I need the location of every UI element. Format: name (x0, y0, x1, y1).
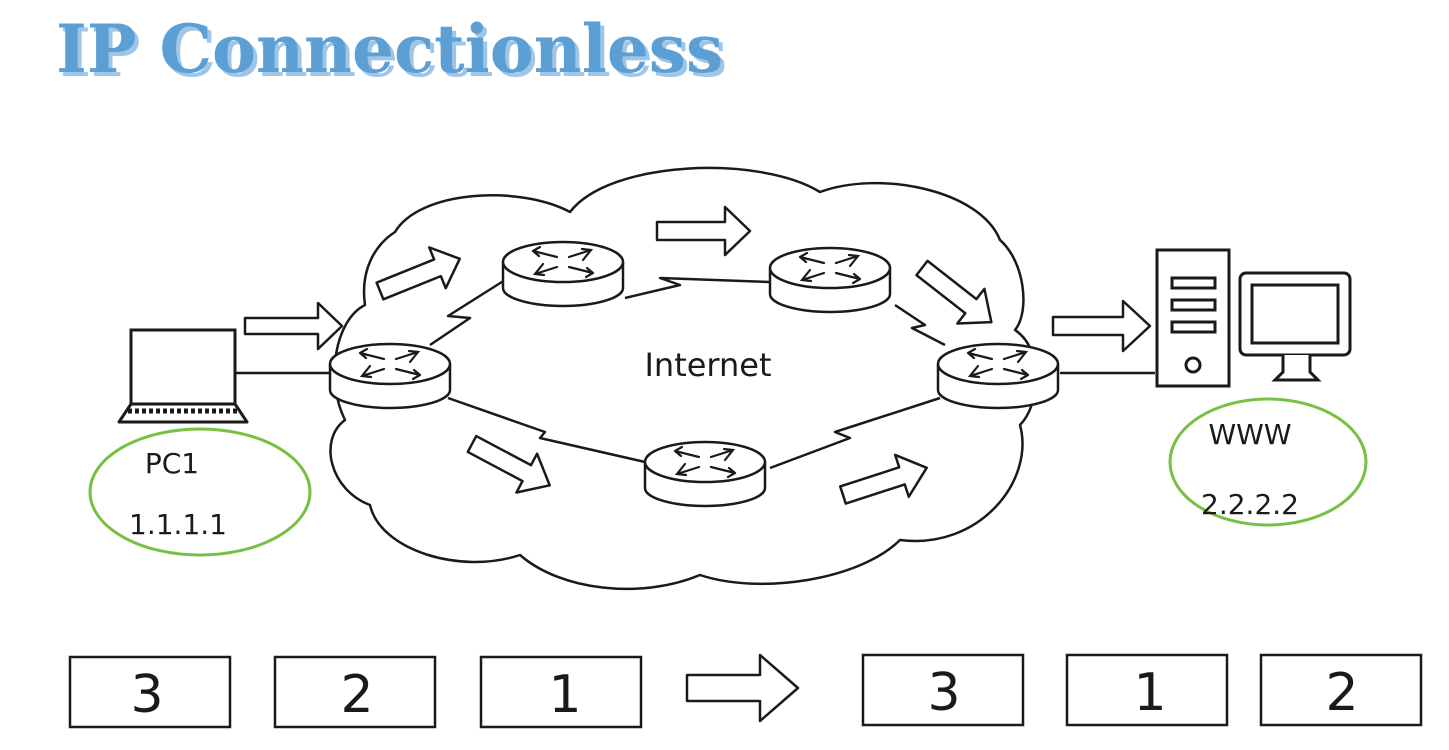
packet-box: 1 (1065, 653, 1229, 727)
flow-arrow (466, 434, 551, 494)
router-icon (328, 342, 452, 410)
flow-arrow (1051, 299, 1152, 353)
flow-arrow (375, 246, 461, 301)
packets-sent: 3 2 1 (68, 655, 643, 729)
packet-number: 3 (927, 663, 960, 723)
title-shadow: IP Connectionless (60, 14, 727, 92)
server-tower-icon (1155, 248, 1231, 388)
packet-box: 3 (861, 653, 1025, 727)
packet-box: 1 (479, 655, 643, 729)
source-ip: 1.1.1.1 (129, 508, 227, 541)
packet-box: 2 (1259, 653, 1423, 727)
source-name: PC1 (145, 447, 199, 480)
laptop-icon (117, 328, 249, 424)
transit-arrow (685, 653, 800, 723)
flow-arrow (655, 205, 752, 257)
cloud-label: Internet (644, 346, 771, 384)
router-icon (936, 342, 1060, 410)
source-highlight (88, 427, 312, 557)
packet-number: 1 (1133, 663, 1166, 723)
packet-box: 2 (273, 655, 437, 729)
destination-name: WWW (1208, 418, 1291, 451)
packet-box: 3 (68, 655, 232, 729)
flow-arrow (243, 301, 344, 351)
page-title: IP Connectionless (56, 10, 723, 88)
router-icon (768, 246, 892, 314)
packet-number: 2 (1325, 663, 1358, 723)
packet-number: 3 (130, 665, 163, 725)
packet-number: 2 (340, 665, 373, 725)
network-links (235, 276, 1155, 470)
packets-received: 3 1 2 (861, 653, 1423, 727)
flow-arrows (243, 205, 1152, 505)
router-icon (501, 240, 625, 308)
destination-highlight (1168, 397, 1368, 527)
packet-number: 1 (548, 665, 581, 725)
monitor-icon (1238, 271, 1352, 382)
router-icon (643, 440, 767, 508)
flow-arrow (838, 453, 928, 505)
destination-ip: 2.2.2.2 (1201, 488, 1299, 521)
flow-arrow (915, 259, 993, 325)
